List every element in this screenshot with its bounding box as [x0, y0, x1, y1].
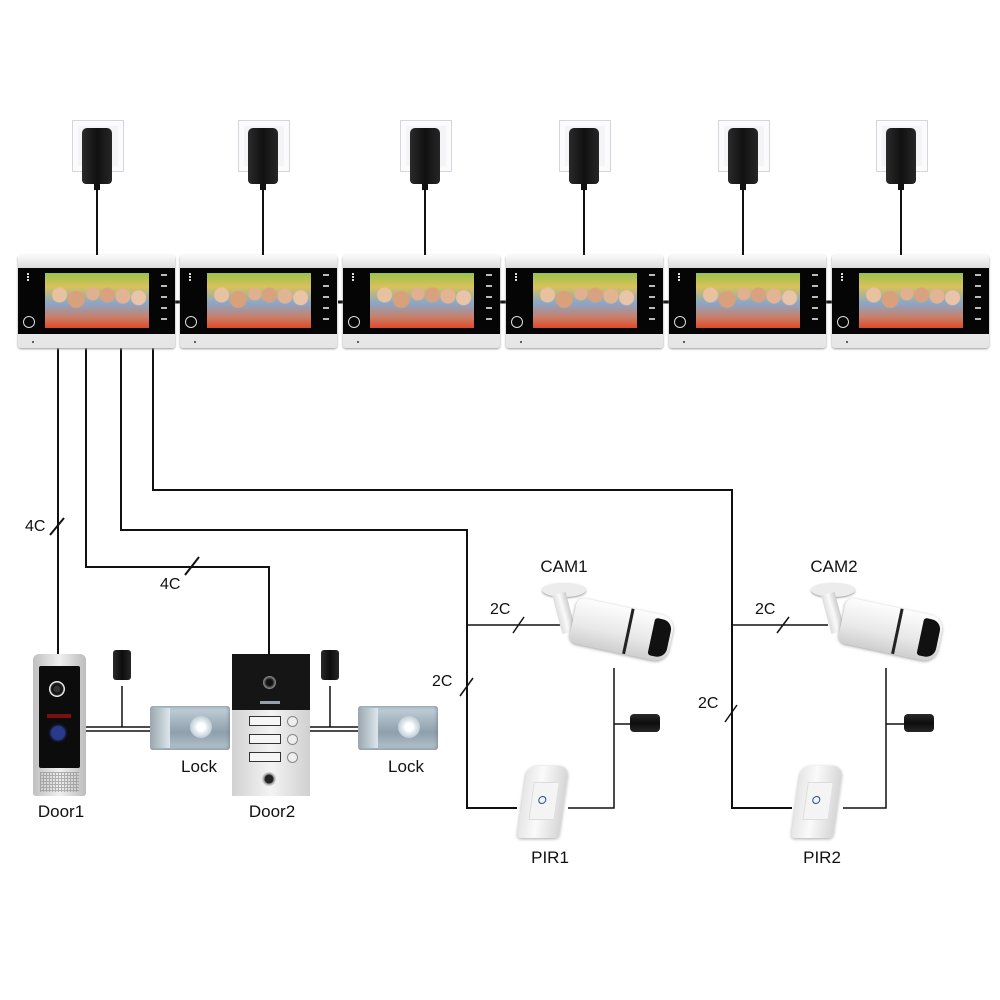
lock-knob-icon [398, 716, 420, 738]
cctv-camera-1 [542, 583, 682, 673]
pir1-wire-label: 2C [432, 673, 453, 690]
speaker-grill-icon [40, 772, 79, 792]
wall-power-adapter-icon [728, 128, 758, 190]
cam1-wire-label: 2C [490, 601, 511, 618]
brand-logo-icon [348, 316, 360, 328]
monitor-panel [180, 268, 337, 334]
brand-logo-icon [837, 316, 849, 328]
bullet-camera-icon [568, 597, 676, 663]
monitor-screen-family-photo [696, 273, 800, 328]
monitor-screen-family-photo [533, 273, 637, 328]
power-adapter-icon [321, 650, 339, 680]
pir2-label: PIR2 [803, 848, 841, 867]
brand-logo-icon [23, 316, 35, 328]
wall-power-adapter-icon [82, 128, 112, 190]
indoor-monitor-2 [180, 255, 337, 348]
door2-station [232, 654, 310, 796]
indoor-monitor-4 [506, 255, 663, 348]
call-button-icon [287, 716, 298, 727]
pir1-label: PIR1 [531, 848, 569, 867]
camera-lens-icon [49, 681, 65, 697]
indoor-monitor-6 [832, 255, 989, 348]
cam2-wire-label: 2C [755, 601, 776, 618]
cam2-trunk [152, 348, 792, 809]
monitor-screen-family-photo [859, 273, 963, 328]
lock-knob-icon [190, 716, 212, 738]
cam1-trunk [120, 348, 517, 809]
indoor-monitor-1 [18, 255, 175, 348]
monitor-panel [343, 268, 500, 334]
call-button-icon [287, 734, 298, 745]
monitor-screen-family-photo [45, 273, 149, 328]
touch-buttons-icon [975, 274, 981, 328]
power-cords [96, 180, 902, 255]
wall-power-adapter-icon [886, 128, 916, 190]
monitor-panel [832, 268, 989, 334]
power-adapter-icon [113, 650, 131, 680]
monitor-screen-family-photo [370, 273, 474, 328]
name-plate [249, 716, 281, 726]
cam2-label: CAM2 [810, 557, 858, 576]
pir2-wire-label: 2C [698, 695, 719, 712]
door2-wire-label: 4C [160, 576, 181, 593]
door1-station [33, 654, 86, 796]
monitor-panel [506, 268, 663, 334]
indoor-monitor-3 [343, 255, 500, 348]
indoor-monitor-5 [669, 255, 826, 348]
wall-power-adapter-icon [410, 128, 440, 190]
wall-power-adapter-icon [569, 128, 599, 190]
touch-buttons-icon [323, 274, 329, 328]
touch-buttons-icon [486, 274, 492, 328]
electric-lock-1 [150, 706, 230, 750]
camera-lens-icon [263, 676, 276, 689]
cam1-label: CAM1 [540, 557, 588, 576]
touch-buttons-icon [649, 274, 655, 328]
fingerprint-reader-icon [262, 772, 276, 786]
door1-wire-label: 4C [25, 518, 46, 535]
door2-label: Door2 [248, 802, 296, 821]
monitor-panel [18, 268, 175, 334]
power-adapter-icon [630, 714, 660, 732]
bullet-camera-icon [837, 597, 945, 663]
wall-power-adapter-icon [248, 128, 278, 190]
power-adapter-icon [904, 714, 934, 732]
name-plate [249, 752, 281, 762]
name-plate [249, 734, 281, 744]
monitor-panel [669, 268, 826, 334]
brand-logo-icon [674, 316, 686, 328]
monitor-screen-family-photo [207, 273, 311, 328]
touch-buttons-icon [161, 274, 167, 328]
lock1-label: Lock [181, 757, 217, 776]
door1-label: Door1 [37, 802, 85, 821]
doorbell-button-icon [51, 726, 65, 740]
cctv-camera-2 [811, 583, 951, 673]
touch-buttons-icon [812, 274, 818, 328]
lock2-label: Lock [388, 757, 424, 776]
call-button-icon [287, 752, 298, 763]
electric-lock-2 [358, 706, 438, 750]
brand-logo-icon [511, 316, 523, 328]
brand-logo-icon [185, 316, 197, 328]
door2-wire [85, 348, 270, 654]
